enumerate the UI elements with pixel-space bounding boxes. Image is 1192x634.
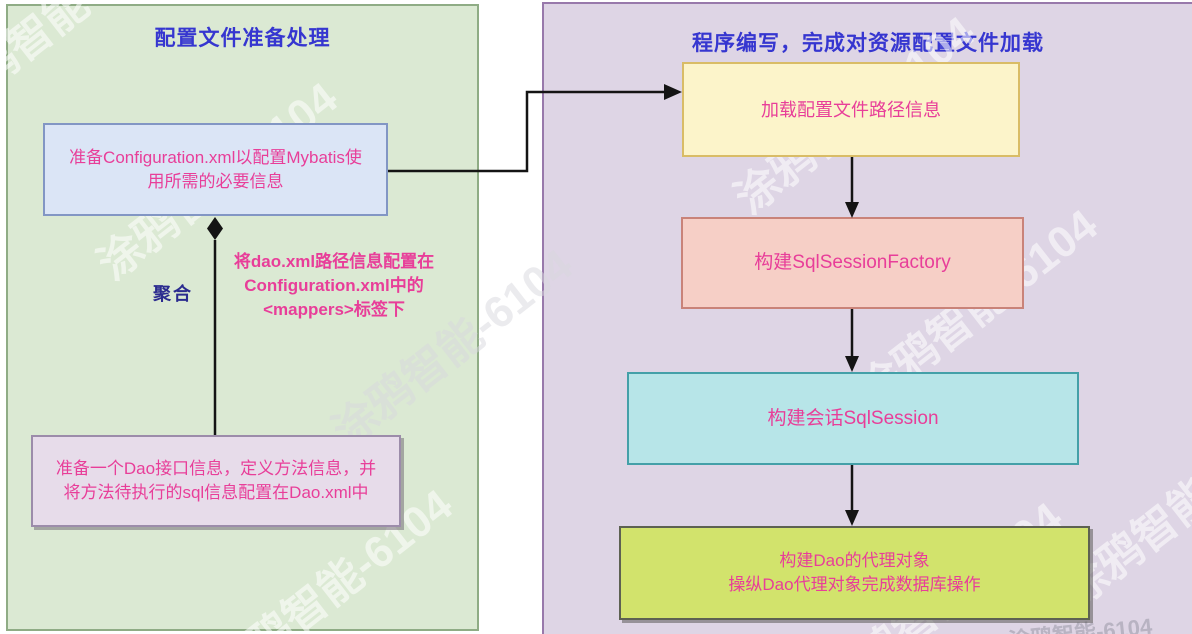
node-dao-proxy: 构建Dao的代理对象 操纵Dao代理对象完成数据库操作 [619,526,1090,620]
aggregation-label: 聚合 [153,284,193,304]
right-panel-title: 程序编写，完成对资源配置文件加载 [692,32,1044,55]
node-configuration-xml: 准备Configuration.xml以配置Mybatis使 用所需的必要信息 [43,123,388,216]
node-sqlsession: 构建会话SqlSession [627,372,1079,465]
node-load-config-path: 加载配置文件路径信息 [682,62,1020,157]
mappers-annotation: 将dao.xml路径信息配置在 Configuration.xml中的 <map… [233,252,435,319]
node-dao-interface: 准备一个Dao接口信息，定义方法信息，并 将方法待执行的sql信息配置在Dao.… [31,435,401,527]
left-panel-title: 配置文件准备处理 [154,27,331,50]
node-sqlsessionfactory: 构建SqlSessionFactory [681,217,1024,309]
